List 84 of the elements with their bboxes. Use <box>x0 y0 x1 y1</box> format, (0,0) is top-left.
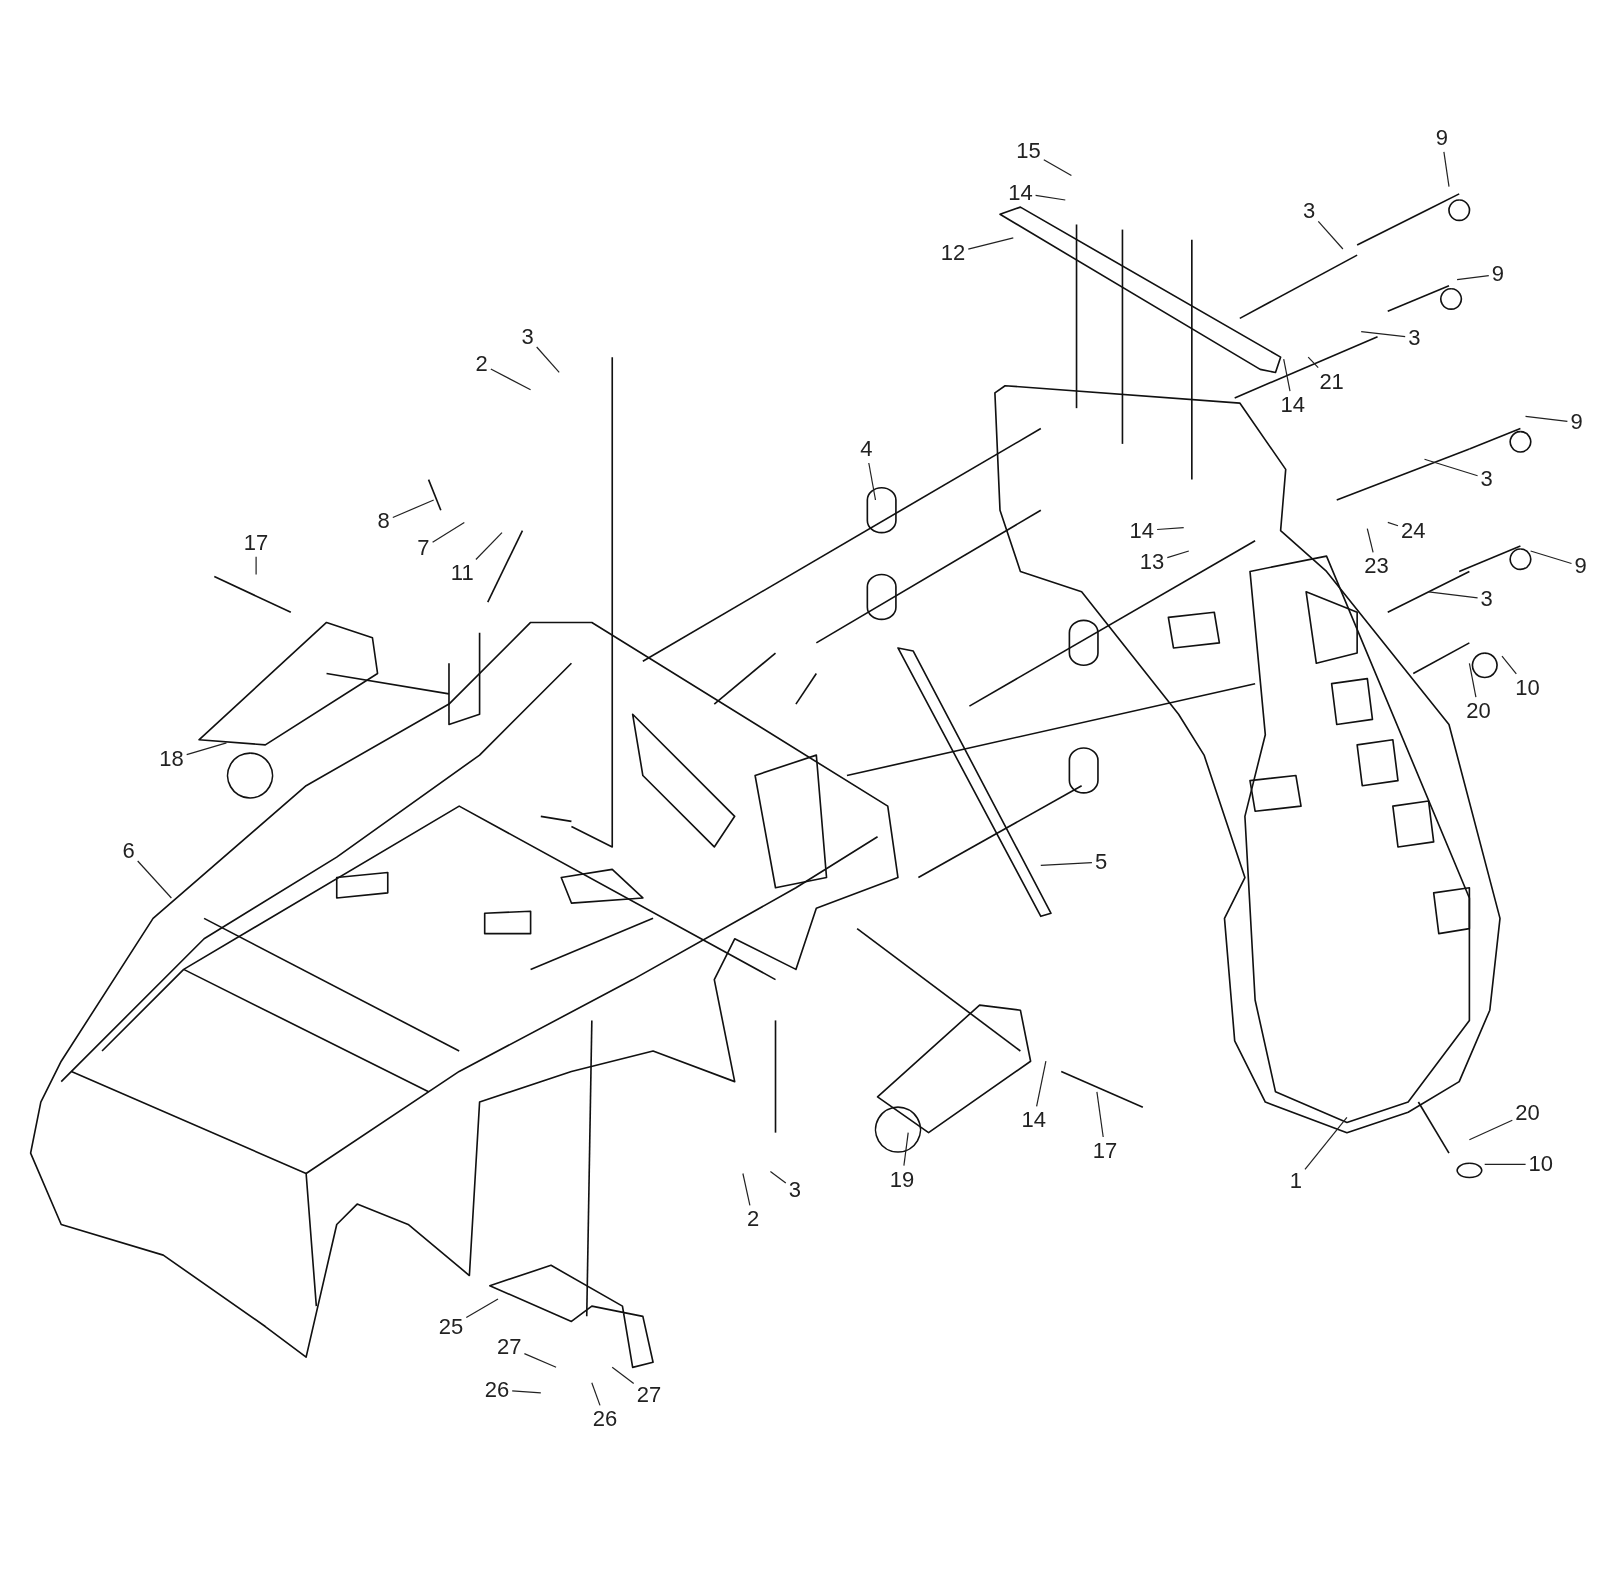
callout-number: 5 <box>1094 851 1108 874</box>
leader-line <box>1530 550 1573 565</box>
callout-number: 3 <box>1480 587 1493 610</box>
leader-line <box>1484 1163 1527 1165</box>
callout-number: 23 <box>1364 555 1389 578</box>
callout-number: 27 <box>496 1335 522 1358</box>
leader-line <box>1156 527 1185 531</box>
leader-line <box>1501 655 1517 675</box>
leader-line <box>536 346 560 373</box>
callout-number: 3 <box>1480 467 1493 490</box>
callout-number: 10 <box>1528 1153 1554 1176</box>
leader-line <box>1036 1060 1047 1107</box>
callout-number: 10 <box>1515 676 1540 699</box>
leader-line <box>1283 358 1291 392</box>
callout-number: 21 <box>1319 370 1344 393</box>
callout-number: 13 <box>1139 551 1165 574</box>
callout-number: 3 <box>521 325 534 348</box>
callout-number: 18 <box>159 748 184 771</box>
leader-line <box>475 532 503 561</box>
callout-number: 2 <box>746 1208 760 1231</box>
callout-number: 3 <box>1408 326 1421 349</box>
leader-line <box>591 1382 601 1406</box>
leader-line <box>903 1132 909 1167</box>
leader-line <box>137 860 172 899</box>
leader-line <box>611 1366 635 1385</box>
leader-line <box>1035 194 1066 201</box>
leader-line <box>511 1390 542 1394</box>
callout-number: 20 <box>1466 700 1491 723</box>
callout-number: 15 <box>1016 140 1041 162</box>
leader-line <box>1043 159 1072 177</box>
leader-line <box>1166 550 1190 559</box>
callout-number: 4 <box>860 437 873 460</box>
leader-line <box>868 462 877 501</box>
leader-line <box>1423 458 1479 477</box>
callout-number: 12 <box>940 242 966 265</box>
leader-line <box>769 1170 787 1184</box>
callout-number: 9 <box>1574 555 1587 578</box>
leader-line <box>1304 1116 1348 1170</box>
leader-line <box>490 368 532 391</box>
leader-line <box>465 1298 499 1319</box>
callout-number: 2 <box>475 353 488 376</box>
callout-number: 14 <box>1129 519 1155 542</box>
leader-line <box>967 237 1014 250</box>
callout-number: 8 <box>377 510 390 533</box>
callout-number: 14 <box>1280 394 1306 417</box>
callout-number: 9 <box>1435 126 1448 149</box>
leader-line <box>1096 1091 1104 1138</box>
callout-number: 24 <box>1401 519 1426 542</box>
callout-number: 17 <box>1092 1140 1118 1162</box>
leader-line <box>1468 1119 1513 1141</box>
leader-line <box>432 521 465 543</box>
leader-line <box>1040 862 1093 866</box>
callout-number: 11 <box>450 562 474 585</box>
leader-line <box>1366 528 1374 553</box>
leader-line <box>1456 275 1490 281</box>
callout-number: 14 <box>1008 181 1033 204</box>
callout-number: 1 <box>1289 1169 1303 1192</box>
leader-line <box>1387 521 1399 527</box>
leader-line <box>1317 220 1344 250</box>
leader-line <box>1524 415 1568 422</box>
callout-number: 20 <box>1515 1102 1540 1125</box>
leader-line <box>255 556 257 576</box>
leader-line <box>1428 591 1479 599</box>
callout-number: 7 <box>417 536 430 559</box>
callout-number: 9 <box>1570 411 1583 434</box>
callout-number: 3 <box>788 1178 801 1201</box>
leader-line <box>1360 331 1406 338</box>
callout-number: 27 <box>636 1383 662 1406</box>
callout-number: 17 <box>243 531 269 554</box>
leader-line <box>1307 356 1319 369</box>
leader-line <box>1468 662 1477 698</box>
callout-number: 19 <box>889 1168 915 1191</box>
callout-number: 26 <box>484 1378 510 1401</box>
leader-line <box>186 742 228 756</box>
callout-number: 14 <box>1021 1109 1046 1132</box>
callout-number: 26 <box>592 1408 618 1431</box>
leader-line <box>1443 151 1450 188</box>
callout-number: 25 <box>438 1315 464 1338</box>
leader-line <box>523 1353 557 1368</box>
callout-number: 3 <box>1303 200 1316 223</box>
callout-number: 9 <box>1491 263 1505 286</box>
callout-number: 6 <box>122 840 135 862</box>
leader-line <box>742 1172 751 1206</box>
leader-line <box>392 499 435 519</box>
